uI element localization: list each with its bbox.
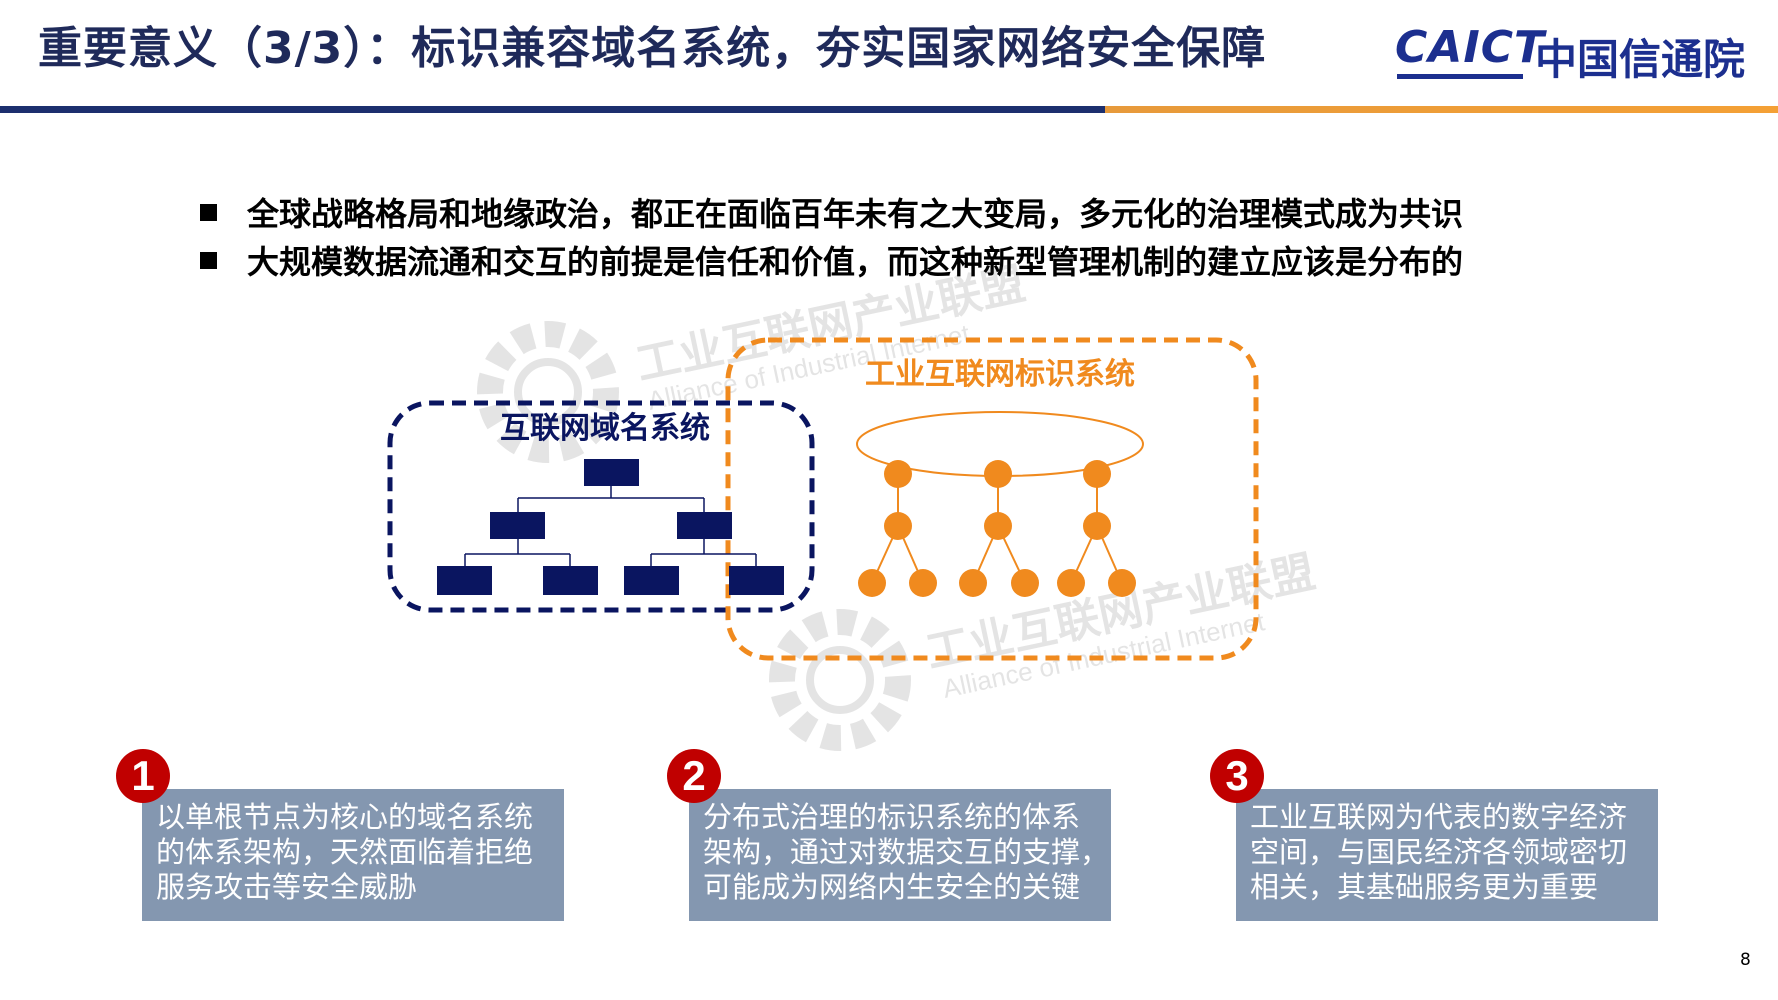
iid-label: 工业互联网标识系统 <box>865 357 1135 392</box>
page-title: 重要意义（3/3）：标识兼容域名系统，夯实国家网络安全保障 <box>38 23 1267 74</box>
iid-tree-nodes <box>858 460 1136 597</box>
card-line: 相关，其基础服务更为重要 <box>1250 870 1599 904</box>
card-line: 工业互联网为代表的数字经济 <box>1250 800 1628 834</box>
iid-leaf-node <box>1057 569 1085 597</box>
card-line: 可能成为网络内生安全的关键 <box>703 870 1081 904</box>
card-line: 空间，与国民经济各领域密切 <box>1250 835 1628 869</box>
logo-cn-text: 中国信通院 <box>1535 35 1746 84</box>
point-card-1: 以单根节点为核心的域名系统 的体系架构，天然面临着拒绝 服务攻击等安全威胁 <box>142 789 564 921</box>
dns-boundary <box>387 400 815 613</box>
dns-leaf-node <box>729 566 784 595</box>
number-badge-2: 2 <box>667 749 721 803</box>
card-line: 架构，通过对数据交互的支撑， <box>703 835 1110 869</box>
iid-boundary <box>725 337 1259 661</box>
iid-node <box>884 512 912 540</box>
header-rule-navy <box>0 106 1105 113</box>
card-line: 分布式治理的标识系统的体系 <box>703 800 1081 834</box>
logo-underline <box>1397 74 1523 79</box>
dns-leaf-node <box>624 566 679 595</box>
iid-leaf-node <box>1108 569 1136 597</box>
iid-leaf-node <box>959 569 987 597</box>
dns-leaf-node <box>437 566 492 595</box>
iid-leaf-node <box>909 569 937 597</box>
dns-leaf-node <box>543 566 598 595</box>
dns-node <box>490 512 545 539</box>
dns-node <box>677 512 732 539</box>
bullet-text: 全球战略格局和地缘政治，都正在面临百年未有之大变局，多元化的治理模式成为共识 <box>247 195 1464 233</box>
bullet-list: 全球战略格局和地缘政治，都正在面临百年未有之大变局，多元化的治理模式成为共识 大… <box>200 188 1463 284</box>
dns-tree-nodes <box>437 459 784 595</box>
iid-root-node <box>1083 460 1111 488</box>
caict-logo: CAICT 中国信通院 <box>1395 22 1750 84</box>
iid-root-node <box>884 460 912 488</box>
dns-tree-links <box>464 486 757 566</box>
bullet-item: 大规模数据流通和交互的前提是信任和价值，而这种新型管理机制的建立应该是分布的 <box>200 236 1463 284</box>
iid-root-node <box>984 460 1012 488</box>
header-rule-orange <box>1105 106 1778 113</box>
bullet-text: 大规模数据流通和交互的前提是信任和价值，而这种新型管理机制的建立应该是分布的 <box>247 243 1464 281</box>
card-line: 服务攻击等安全威胁 <box>156 870 418 904</box>
iid-leaf-node <box>858 569 886 597</box>
card-line: 以单根节点为核心的域名系统 <box>156 800 534 834</box>
bullet-item: 全球战略格局和地缘政治，都正在面临百年未有之大变局，多元化的治理模式成为共识 <box>200 188 1463 236</box>
dns-label: 互联网域名系统 <box>500 411 710 446</box>
number-badge-3: 3 <box>1210 749 1264 803</box>
iid-leaf-node <box>1011 569 1039 597</box>
page-number: 8 <box>1740 950 1751 970</box>
card-line: 的体系架构，天然面临着拒绝 <box>156 835 534 869</box>
number-badge-1: 1 <box>116 749 170 803</box>
logo-caict-text: CAICT <box>1395 22 1546 73</box>
bullet-square-icon <box>200 203 217 221</box>
iid-node <box>1083 512 1111 540</box>
point-card-3: 工业互联网为代表的数字经济 空间，与国民经济各领域密切 相关，其基础服务更为重要 <box>1236 789 1658 921</box>
dns-root-node <box>584 459 639 486</box>
bullet-square-icon <box>200 251 217 269</box>
point-card-2: 分布式治理的标识系统的体系 架构，通过对数据交互的支撑， 可能成为网络内生安全的… <box>689 789 1111 921</box>
iid-node <box>984 512 1012 540</box>
